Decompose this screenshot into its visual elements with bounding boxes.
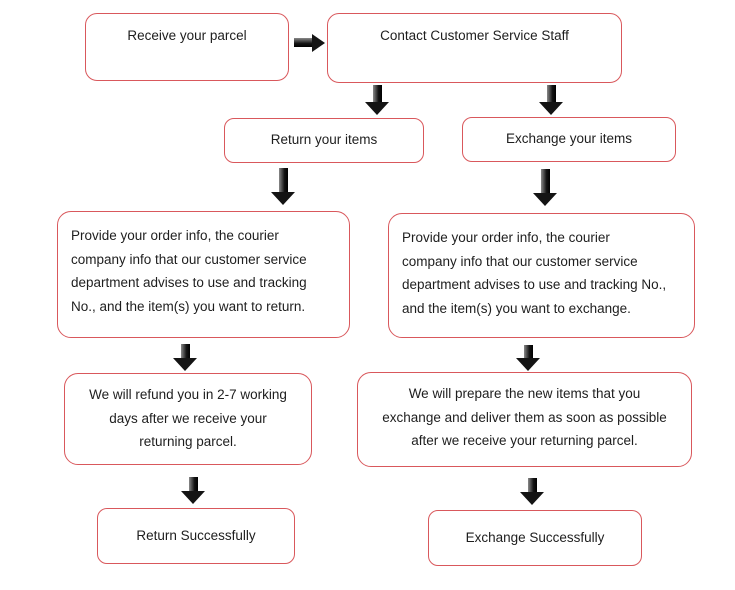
arrow-down-icon xyxy=(365,85,389,115)
arrow-right-icon xyxy=(294,33,325,52)
arrow-down-icon xyxy=(520,478,544,505)
arrow-down-icon xyxy=(271,168,295,205)
node-exchange-your-items-label: Exchange your items xyxy=(505,131,633,147)
refund-info-line: returning parcel. xyxy=(139,434,237,449)
arrow-down-stem xyxy=(527,478,537,492)
arrow-down-icon xyxy=(539,85,563,115)
exchange-details-line: and the item(s) you want to exchange. xyxy=(402,300,631,316)
arrow-down-head xyxy=(516,358,540,371)
arrow-right-head xyxy=(312,33,325,52)
arrow-down-head xyxy=(539,102,563,115)
arrow-down-head xyxy=(173,358,197,371)
node-exchange-your-items: Exchange your items xyxy=(462,117,676,162)
arrow-down-stem xyxy=(540,169,550,193)
exchange-details-line: company info that our customer service xyxy=(402,253,638,269)
node-contact-customer-service: Contact Customer Service Staff xyxy=(327,13,622,83)
node-contact-customer-service-label: Contact Customer Service Staff xyxy=(380,28,569,43)
node-prepare-items-info: We will prepare the new items that you e… xyxy=(357,372,692,467)
node-receive-parcel-label: Receive your parcel xyxy=(127,28,247,43)
node-return-successfully: Return Successfully xyxy=(97,508,295,564)
arrow-down-head xyxy=(181,491,205,504)
prepare-items-line: after we receive your returning parcel. xyxy=(411,433,638,448)
prepare-items-line: exchange and deliver them as soon as pos… xyxy=(382,409,667,425)
exchange-details-line: Provide your order info, the courier xyxy=(402,230,610,245)
return-details-line: No., and the item(s) you want to return. xyxy=(71,298,306,314)
refund-info-line: days after we receive your xyxy=(109,410,267,426)
arrow-down-stem xyxy=(278,168,288,192)
return-details-line: Provide your order info, the courier xyxy=(71,228,279,243)
arrow-down-stem xyxy=(180,344,190,358)
refund-info-line: We will refund you in 2-7 working xyxy=(89,387,287,402)
arrow-down-head xyxy=(365,102,389,115)
arrow-down-icon xyxy=(516,345,540,371)
arrow-down-stem xyxy=(546,85,556,102)
arrow-down-head xyxy=(520,492,544,505)
node-return-your-items-label: Return your items xyxy=(270,132,378,148)
exchange-details-line: department advises to use and tracking N… xyxy=(402,277,667,292)
arrow-down-head xyxy=(271,192,295,205)
prepare-items-line: We will prepare the new items that you xyxy=(408,386,641,401)
node-receive-parcel: Receive your parcel xyxy=(85,13,289,81)
node-exchange-successfully-label: Exchange Successfully xyxy=(465,529,605,545)
return-details-line: department advises to use and tracking xyxy=(71,275,307,290)
node-return-details: Provide your order info, the courier com… xyxy=(57,211,350,338)
node-exchange-details: Provide your order info, the courier com… xyxy=(388,213,695,338)
arrow-down-icon xyxy=(181,477,205,504)
arrow-down-stem xyxy=(188,477,198,491)
arrow-down-stem xyxy=(523,345,533,358)
node-return-your-items: Return your items xyxy=(224,118,424,163)
arrow-right-stem xyxy=(294,38,312,47)
arrow-down-icon xyxy=(533,169,557,206)
node-return-successfully-label: Return Successfully xyxy=(136,527,256,543)
node-exchange-successfully: Exchange Successfully xyxy=(428,510,642,566)
arrow-down-stem xyxy=(372,85,382,102)
arrow-down-icon xyxy=(173,344,197,371)
node-refund-info: We will refund you in 2-7 working days a… xyxy=(64,373,312,465)
return-details-line: company info that our customer service xyxy=(71,251,307,267)
arrow-down-head xyxy=(533,193,557,206)
